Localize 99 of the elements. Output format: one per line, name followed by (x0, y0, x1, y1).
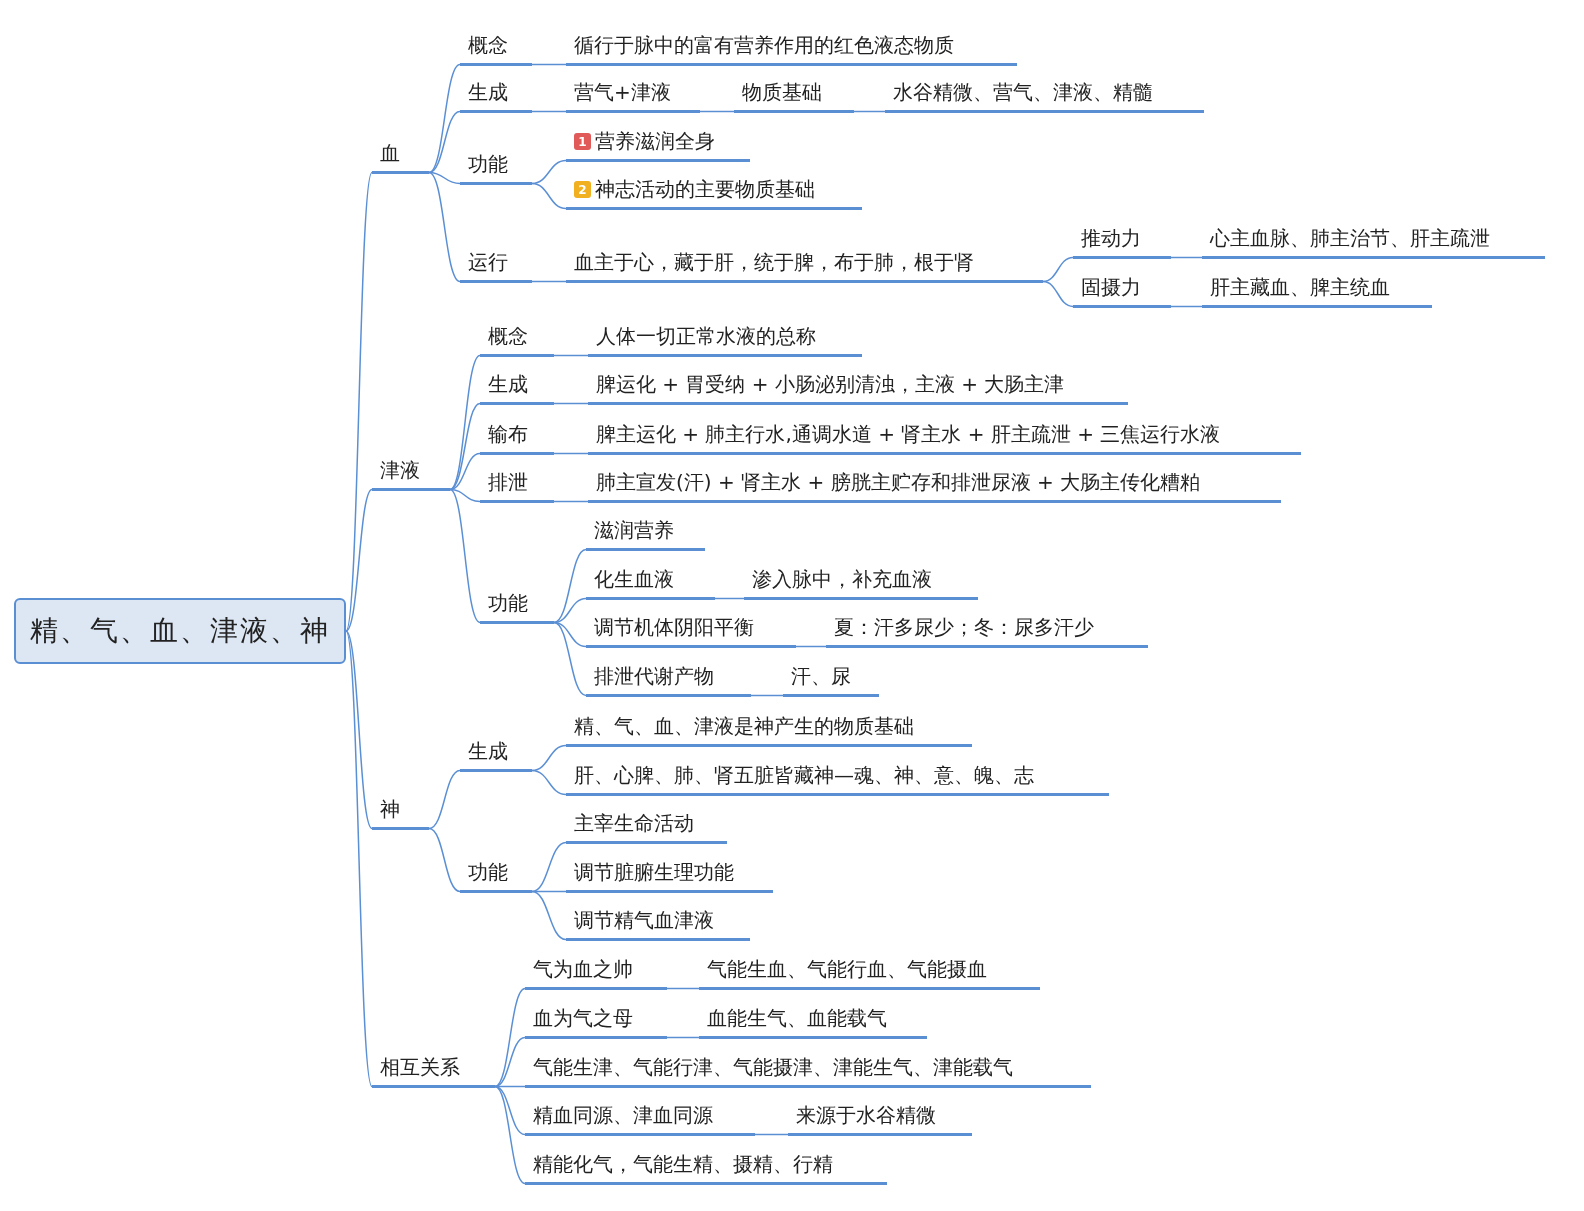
branch-line (428, 110, 461, 174)
topic-text: 汗、尿 (791, 663, 851, 690)
branch-line (531, 280, 567, 283)
priority-badge: 2 (574, 181, 591, 198)
branch-line (754, 1133, 789, 1136)
topic-text: 血为气之母 (533, 1005, 633, 1032)
topic-text: 排泄 (488, 469, 528, 496)
topic-text: 概念 (468, 32, 508, 59)
branch-line (345, 630, 373, 1088)
branch-line (531, 63, 567, 66)
topic-text: 精、气、血、津液是神产生的物质基础 (574, 713, 914, 740)
topic-text: 滋润营养 (594, 517, 674, 544)
topic-text: 肺主宣发(汗) + 肾主水 + 膀胱主贮存和排泄尿液 + 大肠主传化糟粕 (596, 469, 1201, 496)
topic-text: 血主于心，藏于肝，统于脾，布于肺，根于肾 (574, 249, 974, 276)
branch-line (494, 1036, 526, 1088)
topic-text: 调节精气血津液 (574, 907, 714, 934)
topic-text: 营养滋润全身 (595, 128, 715, 155)
branch-line (531, 110, 567, 113)
topic-text: 夏：汗多尿少；冬：尿多汗少 (834, 614, 1094, 641)
branch-line (531, 890, 567, 941)
topic-text: 脾主运化 + 肺主行水,通调水道 + 肾主水 + 肝主疏泄 + 三焦运行水液 (596, 421, 1221, 448)
branch-line (449, 488, 481, 624)
branch-line (428, 63, 461, 174)
root-topic-box (14, 598, 346, 664)
topic-text: 运行 (468, 249, 508, 276)
topic-text: 输布 (488, 421, 528, 448)
branch-line (449, 402, 481, 491)
topic-text: 渗入脉中，补充血液 (752, 566, 932, 593)
branch-line (494, 1085, 526, 1185)
branch-line (714, 597, 745, 600)
topic-text: 津液 (380, 457, 420, 484)
branch-line (699, 110, 735, 113)
topic-text: 肝、心脾、肺、肾五脏皆藏神—魂、神、意、魄、志 (574, 762, 1034, 789)
branch-line (494, 1085, 526, 1136)
topic-text: 调节脏腑生理功能 (574, 859, 734, 886)
branch-line (428, 827, 461, 893)
branch-line (553, 500, 589, 503)
topic-text: 气能生血、气能行血、气能摄血 (707, 956, 987, 983)
branch-line (531, 841, 567, 893)
branch-line (449, 452, 481, 491)
topic-text: 肝主藏血、脾主统血 (1210, 274, 1390, 301)
branch-line (1170, 305, 1203, 308)
topic-text: 来源于水谷精微 (796, 1102, 936, 1129)
topic-text: 物质基础 (742, 79, 822, 106)
branch-line (553, 402, 589, 405)
branch-line (553, 597, 587, 624)
topic-text: 循行于脉中的富有营养作用的红色液态物质 (574, 32, 954, 59)
branch-line (666, 987, 700, 990)
branch-line (345, 630, 373, 830)
topic-text: 概念 (488, 323, 528, 350)
branch-line (345, 488, 373, 632)
branch-line (795, 645, 827, 648)
topic-text: 精、气、血、津液、神 (30, 613, 330, 649)
topic-text: 生成 (488, 371, 528, 398)
topic-text: 固摄力 (1081, 274, 1141, 301)
branch-line (853, 110, 886, 113)
topic-text: 神 (380, 796, 400, 823)
branch-line (750, 694, 784, 697)
topic-text: 精血同源、津血同源 (533, 1102, 713, 1129)
topic-text: 功能 (468, 859, 508, 886)
branch-line (1170, 256, 1203, 259)
topic-text: 心主血脉、肺主治节、肝主疏泄 (1210, 225, 1490, 252)
topic-text: 生成 (468, 738, 508, 765)
branch-line (531, 769, 567, 796)
topic-text: 血 (380, 140, 400, 167)
topic-text: 调节机体阴阳平衡 (594, 614, 754, 641)
topic-text: 推动力 (1081, 225, 1141, 252)
branch-line (494, 987, 526, 1088)
branch-line (1042, 280, 1074, 308)
branch-line (553, 452, 589, 455)
branch-line (428, 769, 461, 830)
branch-line (428, 171, 461, 283)
topic-text: 人体一切正常水液的总称 (596, 323, 816, 350)
topic-text: 气为血之帅 (533, 956, 633, 983)
topic-text: 功能 (488, 590, 528, 617)
branch-line (1042, 256, 1074, 283)
branch-line (553, 548, 587, 624)
branch-line (345, 171, 373, 632)
topic-text: 生成 (468, 79, 508, 106)
topic-text: 化生血液 (594, 566, 674, 593)
branch-line (531, 182, 567, 210)
topic-text: 排泄代谢产物 (594, 663, 714, 690)
topic-text: 水谷精微、营气、津液、精髓 (893, 79, 1153, 106)
topic-text: 神志活动的主要物质基础 (595, 176, 815, 203)
branch-line (428, 171, 461, 185)
branch-line (553, 354, 589, 357)
branch-line (449, 354, 481, 491)
priority-badge: 1 (574, 133, 591, 150)
topic-text: 功能 (468, 151, 508, 178)
topic-text: 脾运化 + 胃受纳 + 小肠泌别清浊，主液 + 大肠主津 (596, 371, 1065, 398)
branch-line (666, 1036, 700, 1039)
topic-text: 营气+津液 (574, 79, 671, 106)
topic-text: 精能化气，气能生精、摄精、行精 (533, 1151, 833, 1178)
topic-text: 血能生气、血能载气 (707, 1005, 887, 1032)
branch-line (553, 621, 587, 697)
branch-line (449, 488, 481, 503)
topic-text: 主宰生命活动 (574, 810, 694, 837)
topic-text: 气能生津、气能行津、气能摄津、津能生气、津能载气 (533, 1054, 1013, 1081)
topic-text: 相互关系 (380, 1054, 460, 1081)
